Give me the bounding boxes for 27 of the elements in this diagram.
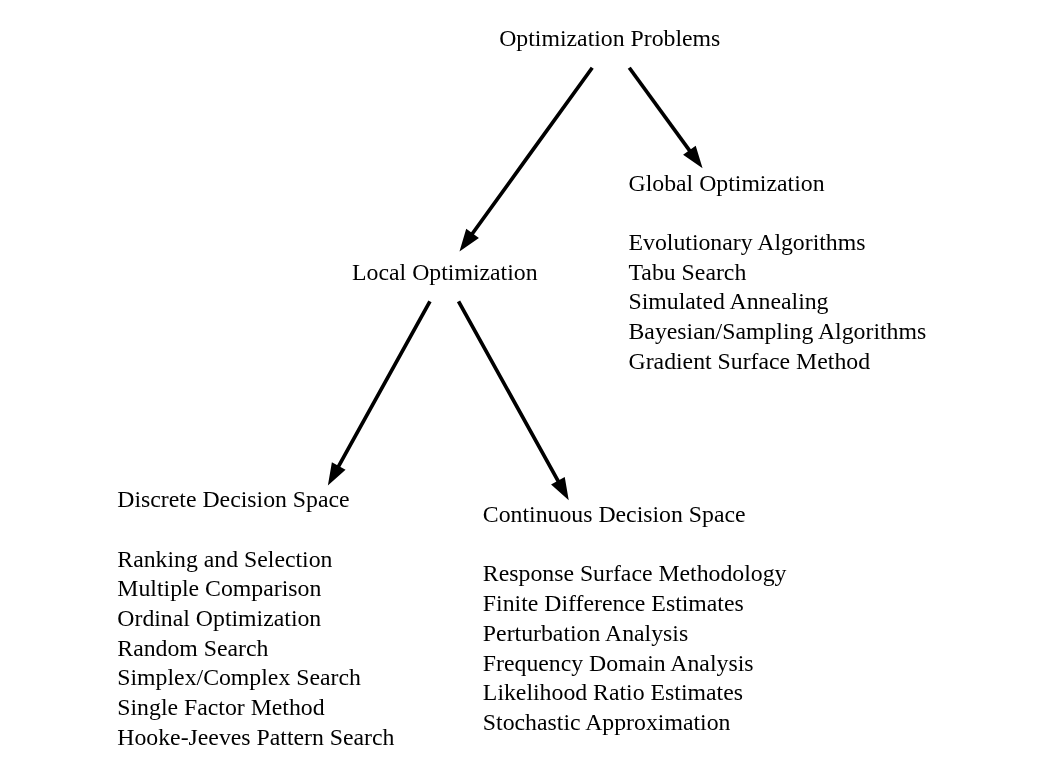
node-label: Multiple Comparison bbox=[117, 575, 322, 602]
node-text: Global Optimization bbox=[628, 169, 825, 196]
node-label: Ordinal Optimization bbox=[117, 604, 322, 631]
node-label: Simulated Annealing bbox=[628, 288, 829, 315]
node-label: Ranking and Selection bbox=[117, 545, 333, 572]
node-label: Bayesian/Sampling Algorithms bbox=[628, 318, 927, 345]
arrow bbox=[627, 66, 703, 169]
node-text: Local Optimization bbox=[352, 258, 538, 285]
node-label: Stochastic Approximation bbox=[482, 708, 731, 735]
node-text: Continuous Decision Space bbox=[482, 500, 746, 527]
node-label: Frequency Domain Analysis bbox=[482, 649, 754, 676]
node-label: Simplex/Complex Search bbox=[117, 664, 361, 691]
arrow bbox=[456, 300, 569, 501]
arrow bbox=[327, 300, 432, 486]
node-label: Tabu Search bbox=[628, 258, 747, 285]
node-label: Likelihood Ratio Estimates bbox=[482, 679, 743, 706]
arrow bbox=[459, 66, 594, 252]
node-label: Random Search bbox=[117, 634, 269, 661]
node-label: Gradient Surface Method bbox=[628, 347, 871, 374]
node-label: Finite Difference Estimates bbox=[482, 590, 744, 617]
node-label: Single Factor Method bbox=[117, 694, 325, 721]
node-label: Response Surface Methodology bbox=[482, 560, 787, 587]
node-label: Hooke-Jeeves Pattern Search bbox=[117, 723, 395, 750]
node-label: Evolutionary Algorithms bbox=[628, 228, 866, 255]
node-text: Optimization Problems bbox=[499, 25, 721, 52]
node-text: Discrete Decision Space bbox=[117, 486, 350, 513]
node-label: Perturbation Analysis bbox=[482, 619, 689, 646]
